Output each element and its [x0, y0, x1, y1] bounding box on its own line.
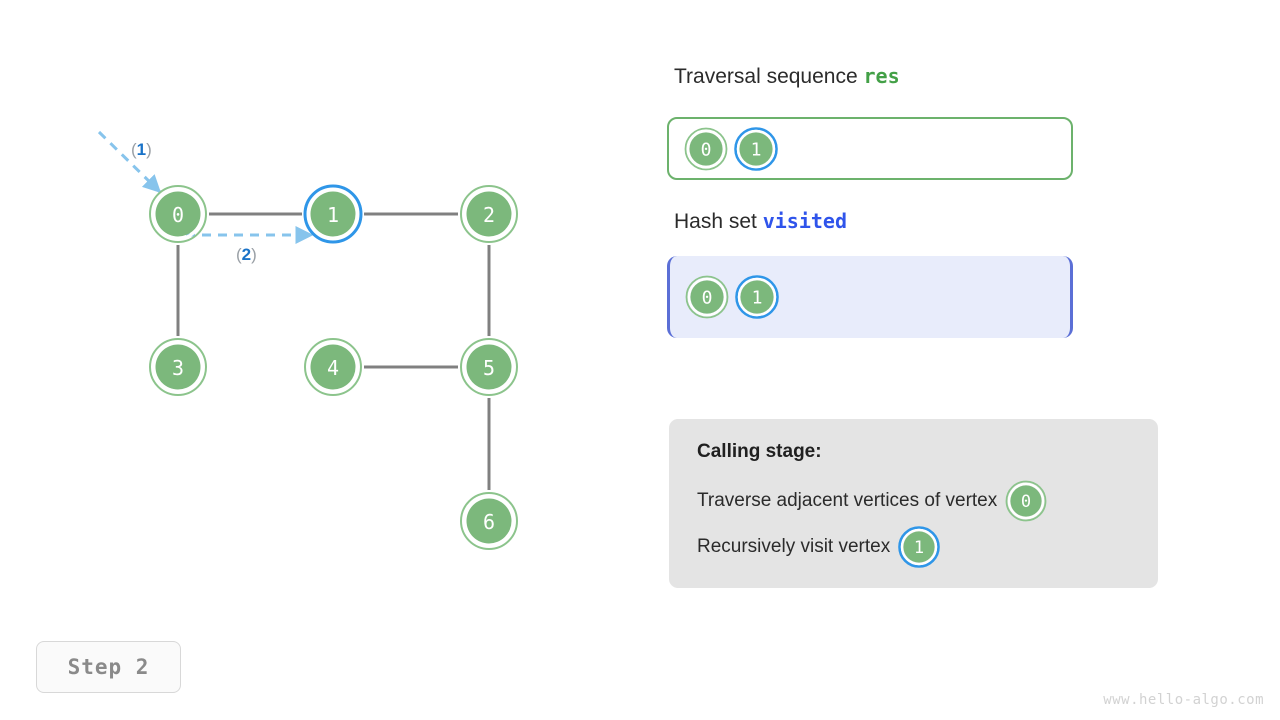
- node-label: 0: [172, 203, 184, 227]
- node-outer-ring: [149, 185, 207, 243]
- node-body: [310, 344, 356, 390]
- svg-text:1: 1: [752, 288, 763, 309]
- graph-panel: (1) (2) 0 1 2 3 4 5 6: [0, 0, 640, 620]
- calling-stage-title: Calling stage:: [697, 441, 822, 462]
- hash-set-heading-text: Hash set: [674, 210, 763, 233]
- visited-item-1: 1: [735, 275, 779, 319]
- node-white-ring: [152, 188, 204, 240]
- svg-text:1: 1: [751, 139, 762, 160]
- res-variable-name: res: [863, 64, 900, 88]
- visited-variable-name: visited: [762, 209, 848, 233]
- calling-stage-row-text: Recursively visit vertex: [697, 536, 891, 557]
- node-outer-ring: [460, 185, 518, 243]
- step-badge: Step 2: [36, 641, 181, 693]
- node-outer-ring: [303, 184, 363, 244]
- graph-node-6[interactable]: 6: [460, 492, 518, 550]
- calling-stage-row-2: Recursively visit vertex 1: [697, 525, 1158, 569]
- arrow-order-label: (2): [236, 245, 257, 264]
- node-label: 5: [483, 356, 495, 380]
- node-body: [466, 344, 512, 390]
- node-label: 4: [327, 356, 339, 380]
- node-outer-ring: [149, 338, 207, 396]
- res-item-0: 0: [684, 127, 728, 171]
- svg-text:0: 0: [1021, 492, 1031, 512]
- graph-edges: [176, 212, 491, 490]
- graph-node-0[interactable]: 0: [149, 185, 207, 243]
- svg-text:0: 0: [702, 288, 713, 309]
- svg-text:0: 0: [701, 139, 712, 160]
- graph-node-3[interactable]: 3: [149, 338, 207, 396]
- arrow-order-label: (1): [131, 140, 152, 159]
- traversal-sequence-heading-text: Traversal sequence: [674, 65, 864, 88]
- node-label: 2: [483, 203, 495, 227]
- graph-nodes: 0 1 2 3 4 5 6: [149, 184, 518, 550]
- graph-node-1[interactable]: 1: [303, 184, 363, 244]
- svg-text:1: 1: [914, 538, 924, 558]
- graph-node-4[interactable]: 4: [304, 338, 362, 396]
- graph-canvas: (1) (2) 0 1 2 3 4 5 6: [97, 130, 518, 550]
- visited-item-0: 0: [685, 275, 729, 319]
- node-white-ring: [152, 341, 204, 393]
- node-white-ring: [463, 188, 515, 240]
- node-white-ring: [463, 341, 515, 393]
- hash-set-heading: Hash set visited: [674, 209, 847, 234]
- node-white-ring: [463, 495, 515, 547]
- graph-arrows: (1) (2): [97, 130, 314, 264]
- node-outer-ring: [460, 492, 518, 550]
- traversal-sequence-heading: Traversal sequence res: [674, 64, 900, 89]
- node-body: [310, 191, 356, 237]
- node-body: [466, 191, 512, 237]
- node-label: 6: [483, 510, 495, 534]
- node-white-ring: [307, 341, 359, 393]
- calling-stage-token-0: 0: [1005, 480, 1047, 522]
- calling-stage-card: Calling stage: Traverse adjacent vertice…: [669, 419, 1158, 588]
- node-white-ring: [307, 188, 359, 240]
- res-item-1: 1: [734, 126, 778, 171]
- node-body: [466, 498, 512, 544]
- node-label: 1: [327, 203, 339, 227]
- calling-stage-token-1: 1: [898, 526, 941, 568]
- node-body: [155, 191, 201, 237]
- entry-arrow: [97, 130, 162, 194]
- watermark: www.hello-algo.com: [1103, 692, 1264, 708]
- calling-stage-row-text: Traverse adjacent vertices of vertex: [697, 490, 998, 511]
- calling-stage-row-1: Traverse adjacent vertices of vertex 0: [697, 479, 1158, 523]
- node-outer-ring: [460, 338, 518, 396]
- node-outer-ring: [304, 338, 362, 396]
- node-label: 3: [172, 356, 184, 380]
- graph-node-2[interactable]: 2: [460, 185, 518, 243]
- graph-node-5[interactable]: 5: [460, 338, 518, 396]
- node-body: [155, 344, 201, 390]
